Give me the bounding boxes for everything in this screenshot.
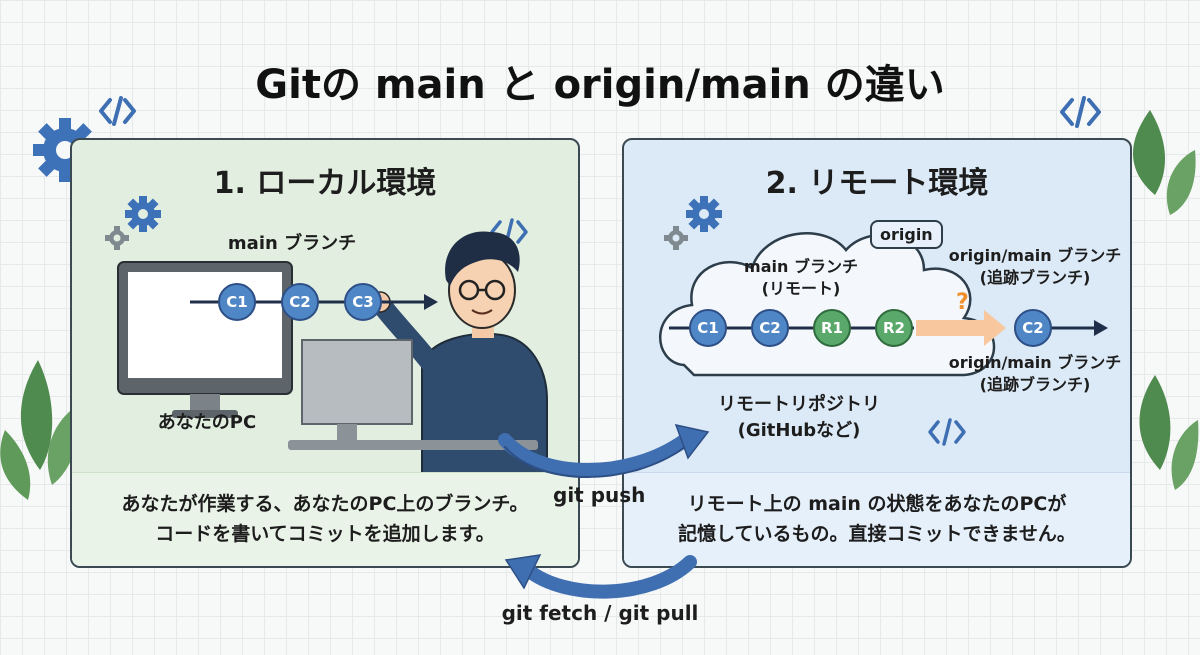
local-environment-panel: 1. ローカル環境	[70, 138, 580, 568]
repo-label-line2: (GitHubなど)	[737, 420, 861, 441]
remote-branch-label-line2: (リモート)	[761, 279, 841, 298]
repo-label-line1: リモートリポジトリ	[718, 394, 880, 415]
tracking-commit-c2: C2	[1014, 309, 1052, 347]
gear-icon	[105, 226, 129, 250]
tracking-label-bottom-line1: origin/main ブランチ	[948, 353, 1122, 372]
git-fetch-pull-label: git fetch / git pull	[501, 601, 699, 625]
tracking-label-bottom-line2: (追跡ブランチ)	[979, 375, 1091, 394]
local-commit-c2: C2	[281, 283, 319, 321]
local-description: あなたが作業する、あなたのPC上のブランチ。 コードを書いてコミットを追加します…	[72, 472, 578, 566]
local-heading: 1. ローカル環境	[213, 166, 437, 201]
remote-commit-c2: C2	[751, 309, 789, 347]
code-tag-icon	[1060, 96, 1101, 128]
page-title: Gitの main と origin/main の違い	[255, 62, 945, 108]
local-commit-c1: C1	[218, 283, 256, 321]
leaf-icon	[1139, 375, 1199, 490]
tracking-label-top-line1: origin/main ブランチ	[948, 246, 1122, 265]
remote-description: リモート上の main の状態をあなたのPCが 記憶しているもの。直接コミットで…	[624, 472, 1130, 566]
gear-icon	[686, 196, 722, 232]
gear-icon	[664, 226, 688, 250]
remote-commit-r1: R1	[813, 309, 851, 347]
origin-tag: origin	[870, 220, 943, 249]
remote-heading: 2. リモート環境	[765, 166, 989, 201]
code-tag-icon	[99, 96, 136, 126]
local-desc-line1: あなたが作業する、あなたのPC上のブランチ。	[121, 493, 529, 515]
gear-icon	[125, 196, 161, 232]
leaf-icon	[1132, 110, 1196, 215]
remote-commit-c1: C1	[689, 309, 727, 347]
remote-commit-r2: R2	[875, 309, 913, 347]
local-branch-label: main ブランチ	[227, 233, 357, 254]
monitor-icon	[117, 261, 293, 418]
cloud-icon	[659, 232, 996, 377]
local-desc-line2: コードを書いてコミットを追加します。	[155, 523, 495, 545]
pc-label: あなたのPC	[157, 412, 257, 433]
local-commit-c3: C3	[344, 283, 382, 321]
code-tag-icon	[928, 418, 966, 446]
tracking-label-top-line2: (追跡ブランチ)	[979, 268, 1091, 287]
remote-desc-line1: リモート上の main の状態をあなたのPCが	[687, 493, 1067, 515]
leaf-icon	[0, 360, 79, 500]
question-mark: ?	[956, 290, 969, 315]
remote-illustration	[659, 196, 1108, 446]
remote-environment-panel: 2. リモート環境	[622, 138, 1132, 568]
monitor-icon	[288, 339, 538, 450]
git-push-label: git push	[553, 483, 646, 507]
remote-branch-label-line1: main ブランチ	[744, 257, 858, 276]
remote-desc-line2: 記憶しているもの。直接コミットできません。	[678, 523, 1076, 545]
